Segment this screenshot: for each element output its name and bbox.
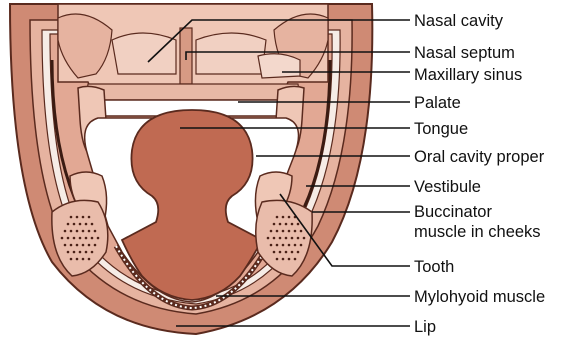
- buccinator-dot-right: [300, 230, 303, 233]
- buccinator-dot-right: [285, 251, 288, 254]
- label-lip: Lip: [414, 318, 436, 336]
- buccinator-dot-right: [285, 237, 288, 240]
- buccinator-dot-right: [273, 237, 276, 240]
- buccinator-dot-right: [273, 223, 276, 226]
- buccinator-dot-right: [294, 258, 297, 261]
- buccinator-dot-right: [285, 223, 288, 226]
- buccinator-dot-left: [91, 237, 94, 240]
- buccinator-dot-right: [276, 244, 279, 247]
- buccinator-dot-left: [88, 258, 91, 261]
- buccinator-dot-left: [82, 230, 85, 233]
- buccinator-dot-right: [297, 223, 300, 226]
- buccinator-dot-left: [70, 258, 73, 261]
- buccinator-dot-right: [279, 237, 282, 240]
- buccinator-dot-left: [82, 216, 85, 219]
- buccinator-dot-right: [288, 244, 291, 247]
- buccinator-dot-right: [297, 237, 300, 240]
- buccinator-dot-right: [294, 244, 297, 247]
- buccinator-dot-left: [70, 230, 73, 233]
- buccinator-dot-left: [76, 216, 79, 219]
- buccinator-dot-left: [67, 223, 70, 226]
- buccinator-dot-left: [88, 230, 91, 233]
- buccinator-dot-right: [300, 244, 303, 247]
- buccinator-dot-right: [279, 223, 282, 226]
- buccinator-dot-left: [97, 237, 100, 240]
- label-nasal-cavity: Nasal cavity: [414, 12, 504, 30]
- buccinator-dot-right: [270, 230, 273, 233]
- buccinator-dot-left: [70, 216, 73, 219]
- buccinator-dot-right: [282, 258, 285, 261]
- buccinator-dot-left: [67, 251, 70, 254]
- buccinator-dot-left: [64, 230, 67, 233]
- buccinator-dot-right: [279, 251, 282, 254]
- buccinator-dot-right: [291, 251, 294, 254]
- buccinator-dot-right: [294, 230, 297, 233]
- buccinator-dot-left: [61, 237, 64, 240]
- buccinator-dot-right: [276, 230, 279, 233]
- buccinator-dot-left: [79, 251, 82, 254]
- buccinator-dot-right: [276, 216, 279, 219]
- label-tooth: Tooth: [414, 258, 454, 276]
- buccinator-dot-right: [276, 258, 279, 261]
- buccinator-dot-left: [91, 223, 94, 226]
- buccinator-dot-left: [76, 258, 79, 261]
- buccinator-dot-left: [88, 216, 91, 219]
- buccinator-dot-right: [291, 237, 294, 240]
- label-palate: Palate: [414, 94, 461, 112]
- buccinator-dot-left: [76, 244, 79, 247]
- buccinator-dot-right: [303, 237, 306, 240]
- buccinator-dot-right: [288, 230, 291, 233]
- buccinator-dot-left: [67, 237, 70, 240]
- maxillary-sinus: [258, 54, 300, 78]
- label-buccinator-line2: muscle in cheeks: [414, 223, 541, 241]
- buccinator-dot-left: [79, 223, 82, 226]
- label-oral-cavity-proper: Oral cavity proper: [414, 148, 545, 166]
- buccinator-dot-left: [85, 237, 88, 240]
- label-vestibule: Vestibule: [414, 178, 481, 196]
- buccinator-dot-left: [79, 237, 82, 240]
- nasal-turbinate-left: [112, 33, 176, 74]
- buccinator-dot-right: [282, 244, 285, 247]
- label-mylohyoid-muscle: Mylohyoid muscle: [414, 288, 545, 306]
- buccinator-dot-left: [85, 223, 88, 226]
- buccinator-dot-right: [267, 237, 270, 240]
- label-maxillary-sinus: Maxillary sinus: [414, 66, 522, 84]
- label-buccinator-line1: Buccinator: [414, 203, 492, 221]
- buccinator-dot-right: [297, 251, 300, 254]
- buccinator-dot-left: [85, 251, 88, 254]
- buccinator-dot-left: [82, 244, 85, 247]
- label-nasal-septum: Nasal septum: [414, 44, 515, 62]
- buccinator-dot-left: [73, 223, 76, 226]
- label-tongue: Tongue: [414, 120, 468, 138]
- buccinator-dot-right: [282, 216, 285, 219]
- buccinator-dot-left: [88, 244, 91, 247]
- buccinator-dot-left: [94, 230, 97, 233]
- buccinator-dot-right: [288, 216, 291, 219]
- buccinator-dot-left: [64, 244, 67, 247]
- buccinator-dot-right: [282, 230, 285, 233]
- buccinator-dot-left: [70, 244, 73, 247]
- buccinator-dot-left: [73, 251, 76, 254]
- nasal-turbinate-right: [196, 33, 266, 74]
- buccinator-dot-left: [91, 251, 94, 254]
- buccinator-dot-right: [288, 258, 291, 261]
- buccinator-dot-left: [82, 258, 85, 261]
- buccinator-dot-right: [291, 223, 294, 226]
- buccinator-dot-right: [270, 244, 273, 247]
- buccinator-dot-right: [273, 251, 276, 254]
- buccinator-dot-left: [76, 230, 79, 233]
- buccinator-dot-left: [73, 237, 76, 240]
- upper-jaw-band: [86, 84, 300, 100]
- buccinator-dot-left: [94, 244, 97, 247]
